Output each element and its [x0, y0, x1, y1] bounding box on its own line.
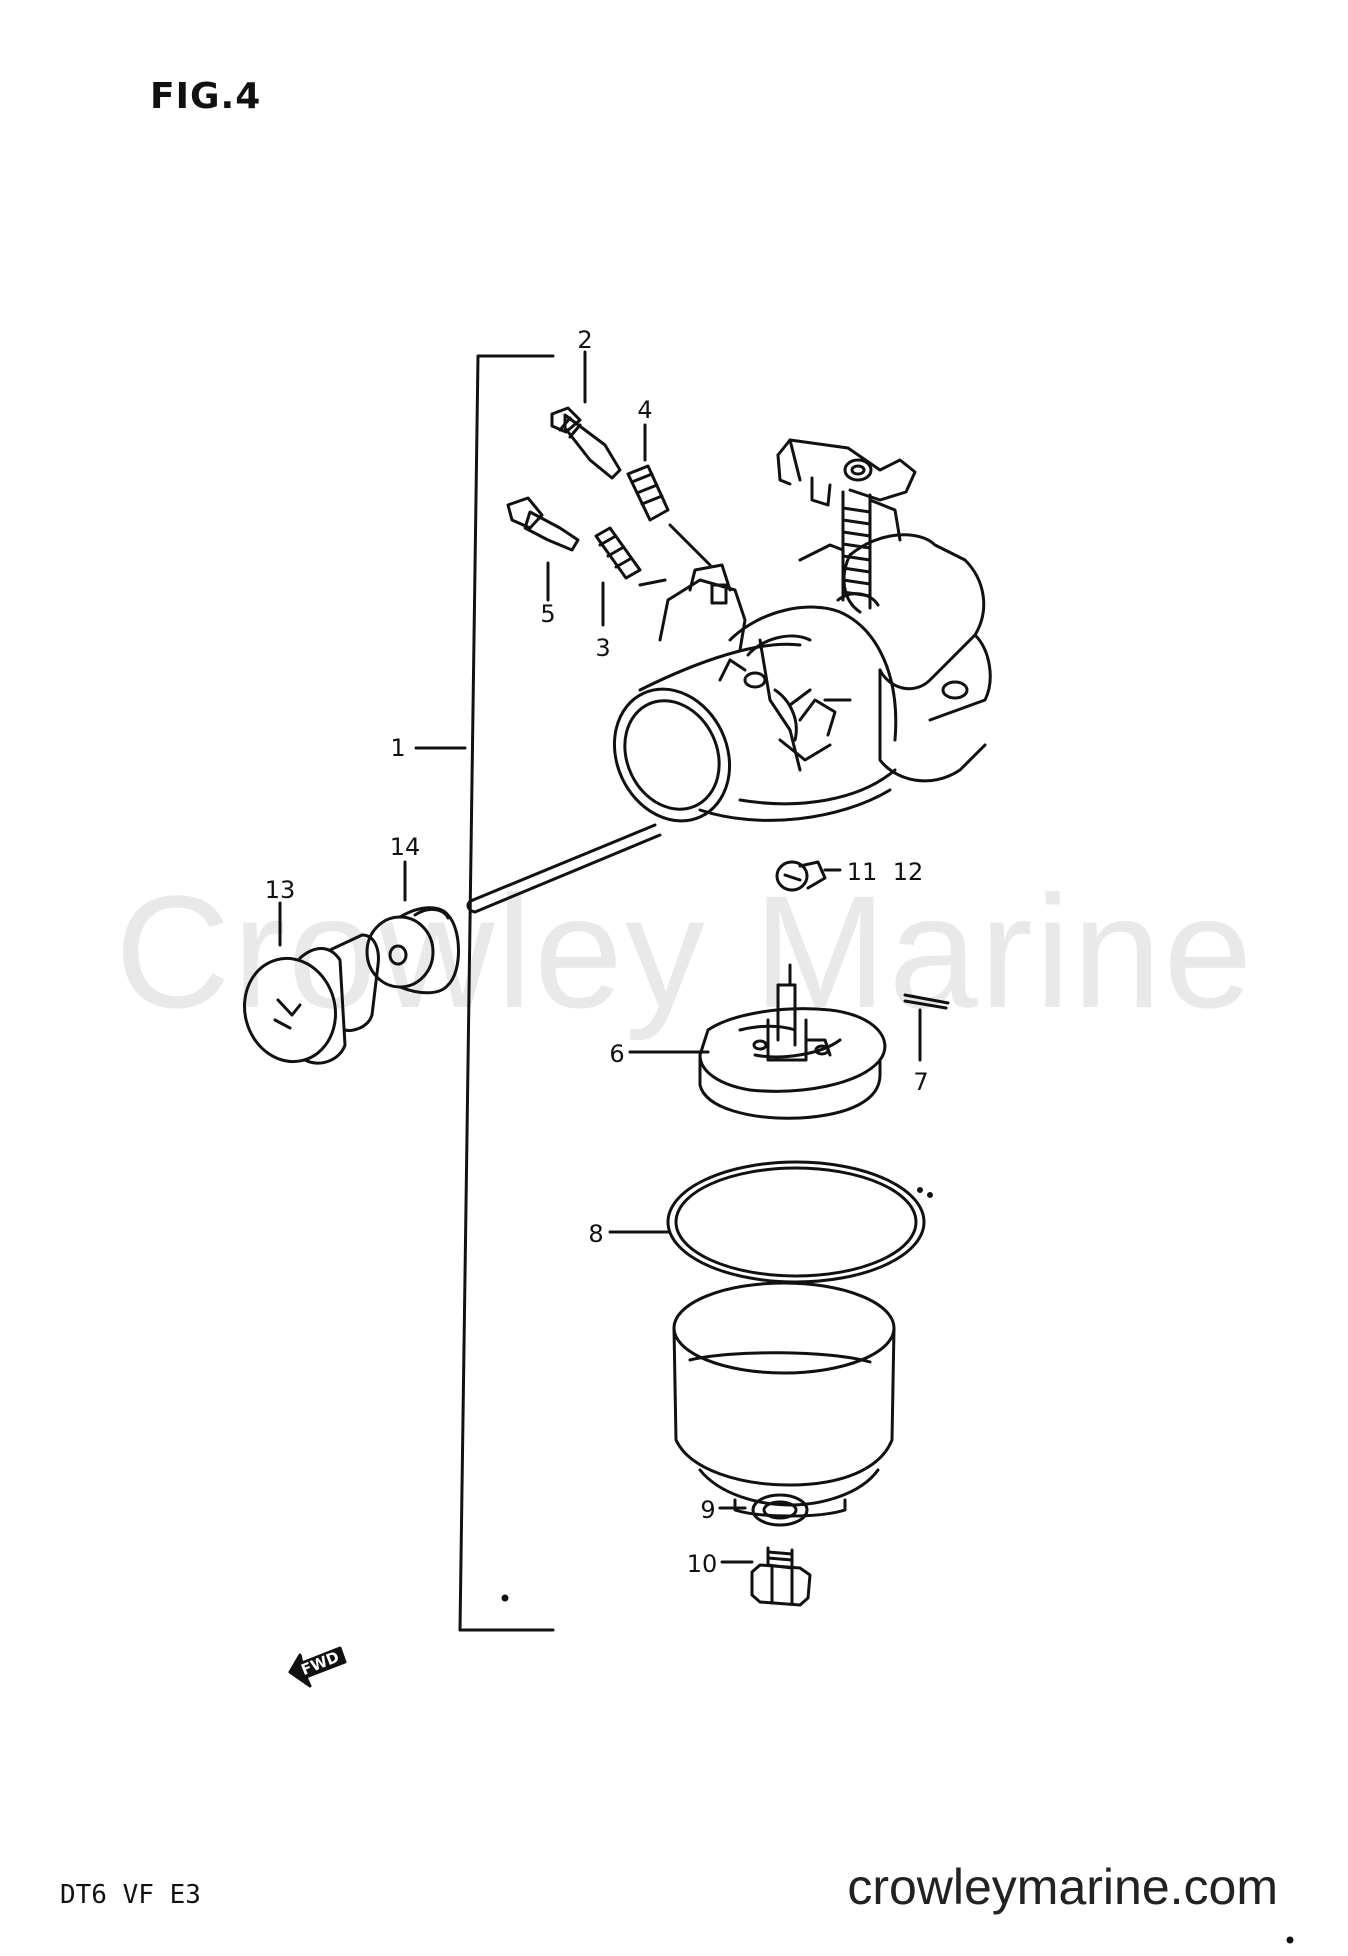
callout-14: 14 — [390, 833, 421, 861]
callout-12: 12 — [893, 858, 924, 886]
callout-10: 10 — [687, 1550, 718, 1578]
watermark: Crowley Marine — [115, 862, 1255, 1041]
callout-11: 11 — [847, 858, 878, 886]
callout-6: 6 — [609, 1040, 624, 1068]
float-bowl — [672, 1281, 896, 1518]
part-4-spring — [626, 423, 712, 567]
part-8-gasket — [608, 1160, 933, 1284]
callout-2: 2 — [577, 326, 592, 354]
callout-3: 3 — [595, 634, 610, 662]
part-3-spring — [594, 526, 667, 627]
callout-1: 1 — [390, 734, 405, 762]
assembly-bracket — [414, 354, 555, 1632]
part-13-cap — [242, 901, 380, 1065]
part-2-screw — [550, 350, 622, 480]
model-code: DT6 VF E3 — [60, 1880, 201, 1910]
callout-9: 9 — [700, 1496, 715, 1524]
callout-4: 4 — [637, 396, 652, 424]
part-6-float — [628, 963, 887, 1120]
part-10-drain-plug — [720, 1546, 812, 1607]
figure-title: FIG.4 — [150, 76, 262, 117]
part-9-washer — [718, 1493, 809, 1527]
part-5-screw — [506, 496, 580, 602]
fwd-arrow-icon — [288, 1646, 347, 1688]
website-label: crowleymarine.com — [847, 1859, 1278, 1915]
callout-7: 7 — [913, 1068, 928, 1096]
callout-13: 13 — [265, 876, 296, 904]
part-14-grommet — [365, 860, 460, 995]
callout-8: 8 — [588, 1220, 603, 1248]
part-1-carburetor-body — [466, 438, 992, 914]
fwd-label: FWD — [299, 1648, 342, 1679]
part-11-12-screw — [775, 860, 842, 892]
callout-5: 5 — [540, 600, 555, 628]
part-7-pin — [903, 993, 950, 1062]
